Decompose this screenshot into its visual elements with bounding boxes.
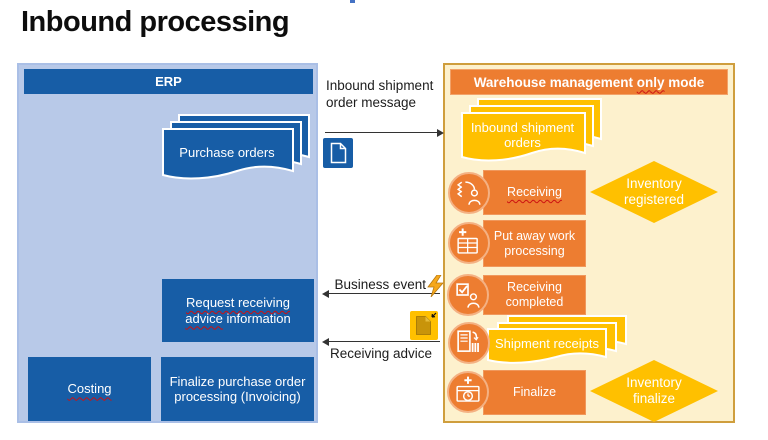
warehouse-header-post: mode bbox=[668, 74, 705, 90]
purchase-orders-stack bbox=[162, 114, 310, 180]
erp-header: ERP bbox=[24, 69, 313, 94]
inventory-finalize-label: Inventory finalize bbox=[626, 375, 682, 406]
lightning-icon bbox=[426, 274, 445, 302]
warehouse-header: Warehouse management only mode bbox=[450, 69, 728, 95]
checklist-person-icon bbox=[447, 274, 489, 316]
inbound-shipment-orders-label: Inbound shipment orders bbox=[470, 120, 575, 150]
shipment-receipts-label: Shipment receipts bbox=[494, 335, 600, 351]
put-away-box: Put away work processing bbox=[483, 220, 586, 267]
table-clock-icon bbox=[447, 371, 489, 413]
add-table-icon bbox=[448, 222, 490, 264]
inbound-shipment-orders-stack bbox=[461, 98, 602, 162]
receiving-box: Receiving bbox=[483, 170, 586, 215]
scan-worker-icon bbox=[448, 172, 490, 214]
erp-header-label: ERP bbox=[155, 74, 182, 89]
page-title: Inbound processing bbox=[21, 6, 290, 38]
warehouse-header-pre: Warehouse management bbox=[473, 74, 633, 90]
request-receiving-text: Request receiving bbox=[185, 295, 291, 311]
receipt-document-icon bbox=[448, 322, 490, 364]
finalize-purchase-order-box: Finalize purchase order processing (Invo… bbox=[161, 357, 314, 421]
costing-label: Costing bbox=[67, 381, 112, 397]
information-text: information bbox=[226, 310, 291, 326]
receiving-advice-label: Receiving advice bbox=[329, 346, 433, 361]
finalize-box: Finalize bbox=[483, 370, 586, 415]
request-receiving-advice-box: Request receiving advice information bbox=[162, 279, 314, 342]
document-icon bbox=[323, 138, 353, 168]
receiving-label: Receiving bbox=[507, 185, 562, 199]
warehouse-header-only: only bbox=[636, 74, 665, 90]
business-event-label: Business event bbox=[334, 277, 426, 292]
receiving-completed-box: Receiving completed bbox=[483, 275, 586, 315]
artifact-speck bbox=[350, 0, 355, 3]
purchase-orders-label: Purchase orders bbox=[179, 144, 275, 160]
receiving-advice-arrow bbox=[322, 337, 440, 346]
shipment-receipts-stack bbox=[487, 315, 627, 364]
advice-text: advice bbox=[185, 310, 223, 326]
inbound-message-arrow bbox=[325, 128, 444, 137]
receiving-advice-document-icon bbox=[410, 311, 438, 340]
costing-box: Costing bbox=[28, 357, 151, 421]
inventory-registered-label: Inventory registered bbox=[623, 176, 685, 207]
inbound-shipment-message-label: Inbound shipment order message bbox=[326, 78, 434, 110]
business-event-arrow bbox=[322, 289, 440, 298]
